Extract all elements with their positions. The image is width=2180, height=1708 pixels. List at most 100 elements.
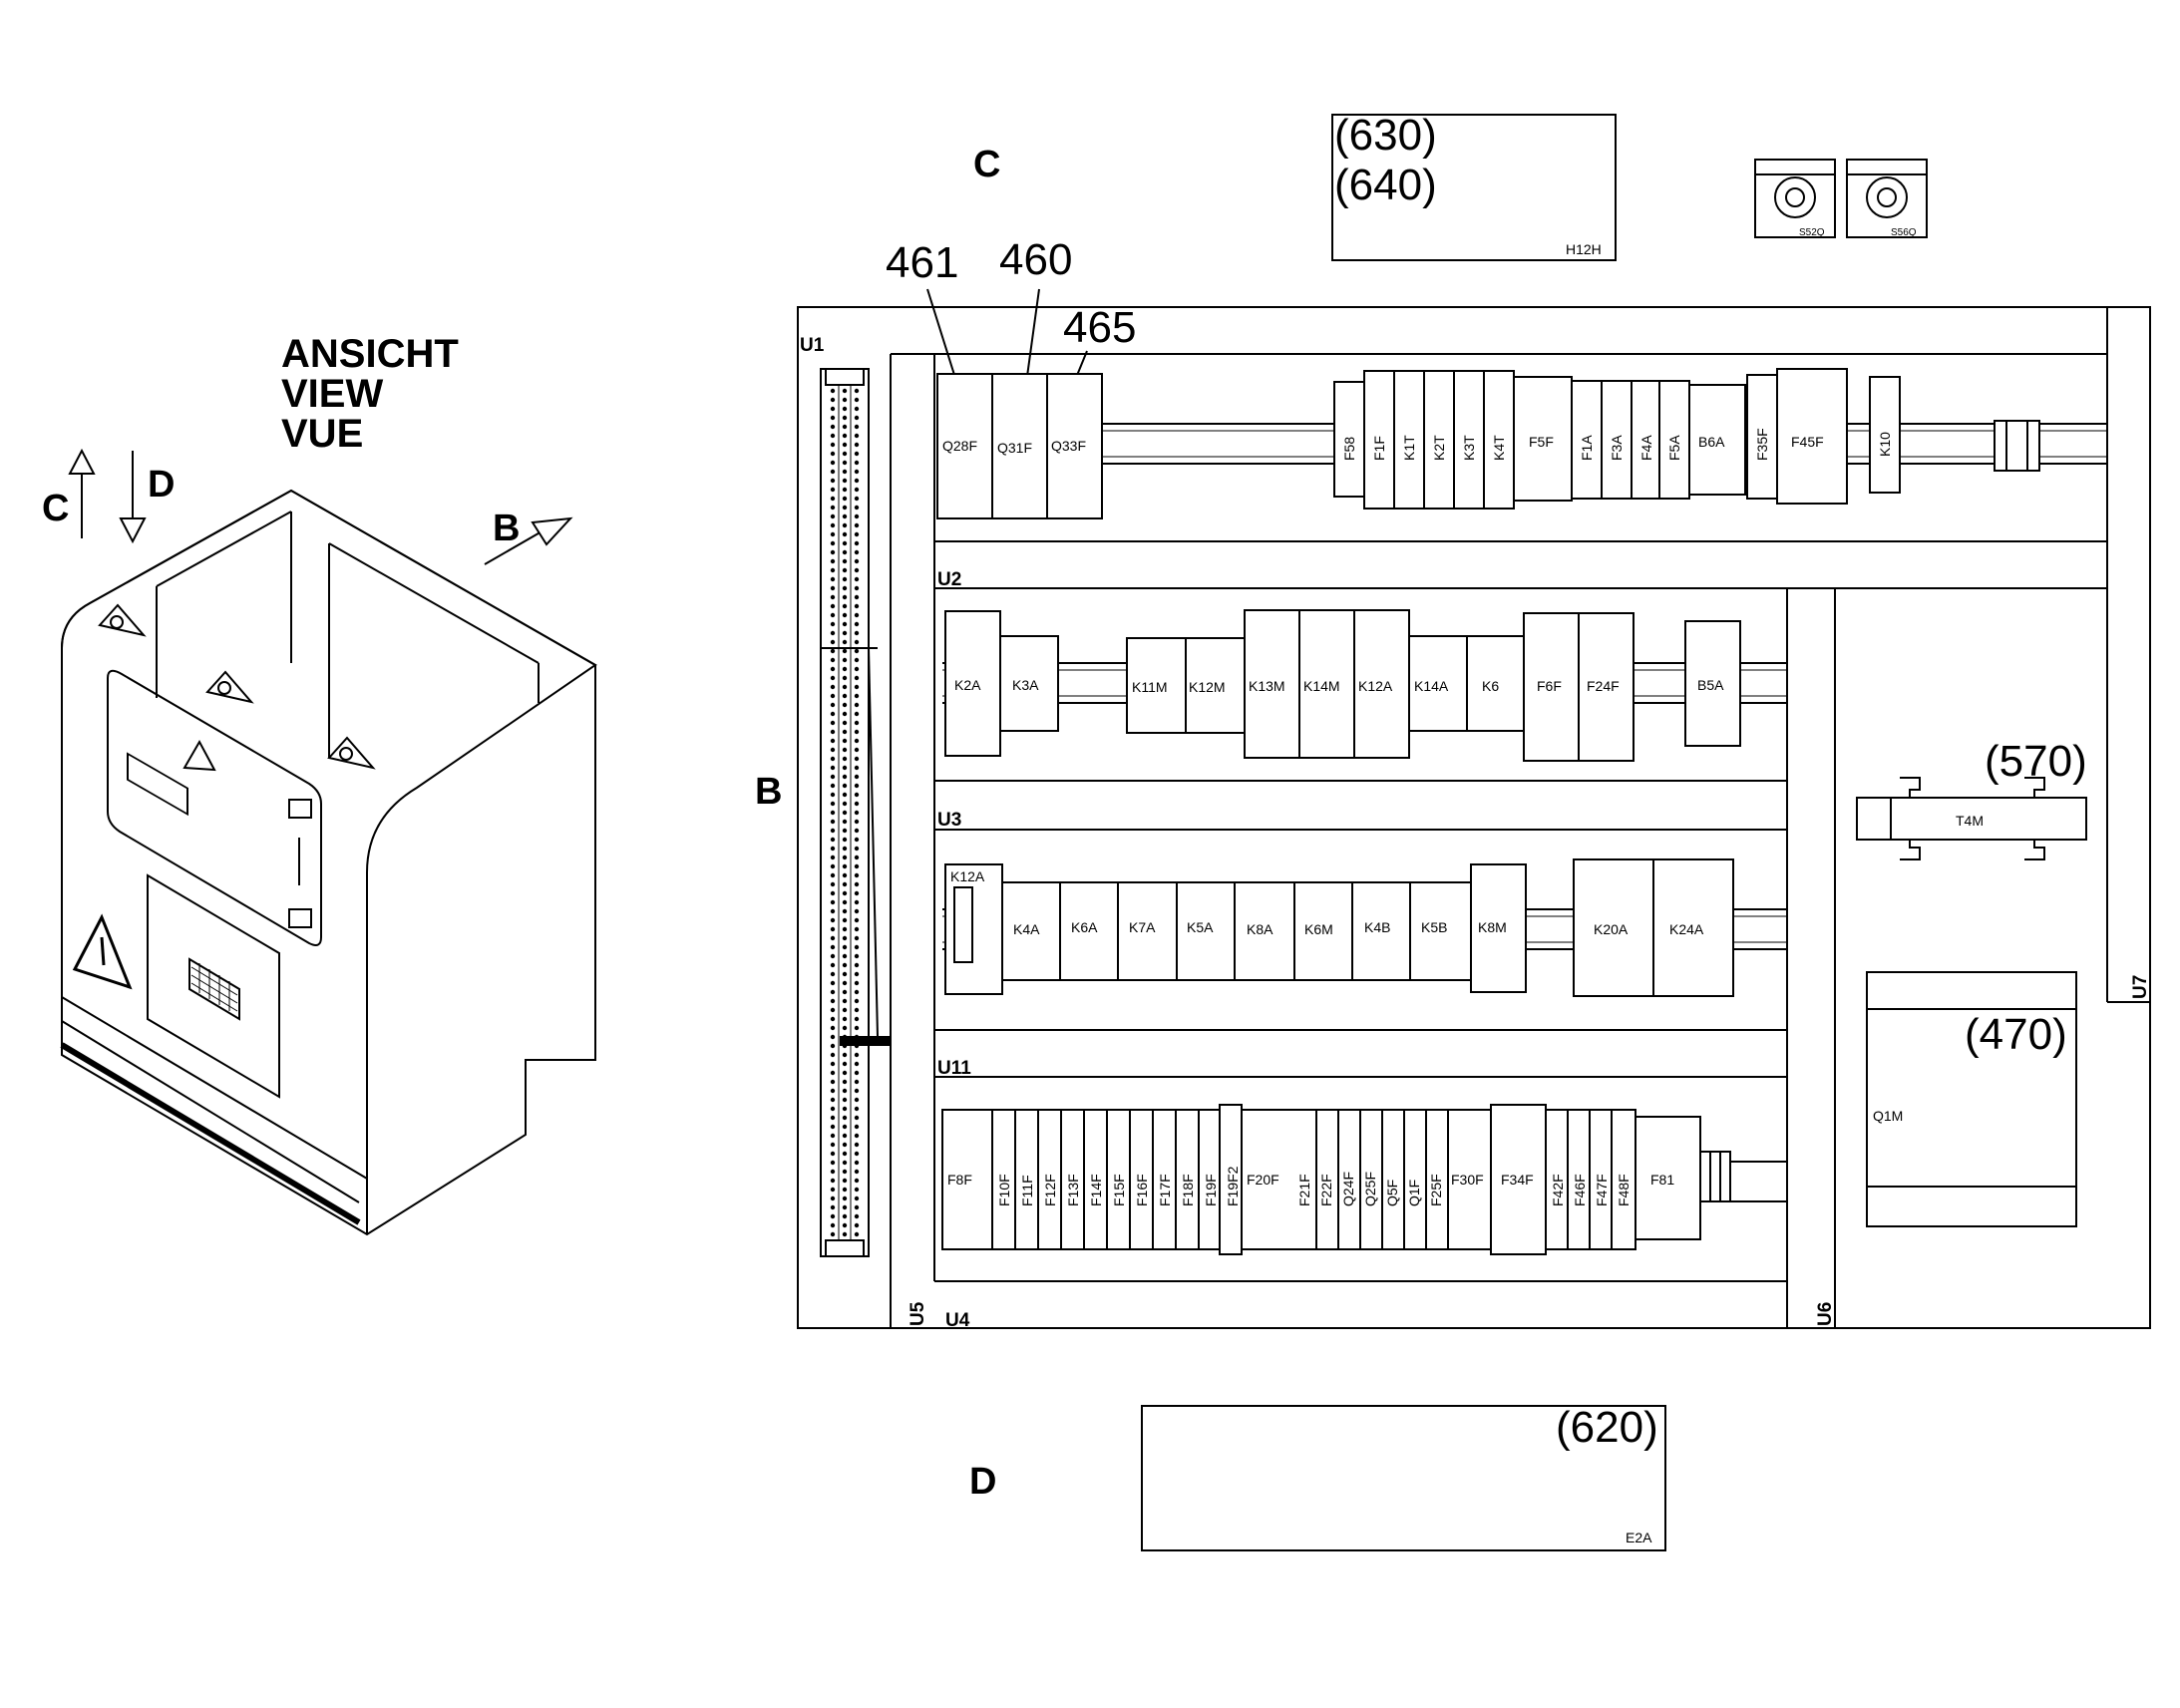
terminal-dots — [830, 388, 860, 1237]
terminal-dot — [830, 639, 836, 645]
terminal-dot — [842, 657, 848, 663]
terminal-dot — [830, 442, 836, 448]
terminal-dot — [842, 487, 848, 493]
terminal-dot — [842, 846, 848, 852]
terminal-dot — [854, 1213, 860, 1219]
view-arrow-d: D — [119, 451, 175, 544]
terminal-dot — [842, 666, 848, 672]
device-k20a: K20A — [1594, 921, 1629, 937]
terminal-dot — [842, 603, 848, 609]
terminal-dot — [842, 1088, 848, 1094]
terminal-dot — [842, 1052, 848, 1058]
view-label-b: B — [755, 771, 782, 813]
terminal-dot — [830, 998, 836, 1004]
e2a-ref: (620) — [1556, 1403, 1658, 1452]
terminal-dot — [842, 819, 848, 825]
device-f42f-u11: F42F — [1550, 1174, 1566, 1206]
device-f48f-u11: F48F — [1616, 1174, 1632, 1206]
view-arrow-c-label: C — [42, 488, 69, 529]
device-k1t: K1T — [1401, 435, 1417, 461]
terminal-dot — [854, 935, 860, 941]
terminal-dot — [854, 1151, 860, 1157]
rail-u3: K12A K4A K6A K7A K5A K8A K6M K4B K5B K8M… — [942, 858, 1787, 997]
rail-label-u2: U2 — [937, 569, 961, 590]
terminal-dot — [830, 531, 836, 537]
terminal-dot — [854, 505, 860, 511]
terminal-dot — [854, 460, 860, 466]
terminal-dot — [830, 711, 836, 717]
switch-s56q-label: S56Q — [1891, 227, 1917, 238]
terminal-dot — [830, 1196, 836, 1201]
view-title-line-3: VUE — [281, 412, 363, 456]
terminal-dot — [830, 522, 836, 528]
terminal-dot — [830, 558, 836, 564]
device-k12m: K12M — [1189, 679, 1226, 695]
terminal-dot — [842, 415, 848, 421]
terminal-dot — [830, 872, 836, 878]
terminal-dot — [842, 989, 848, 995]
terminal-dot — [842, 774, 848, 780]
terminal-dot — [854, 720, 860, 726]
device-k12a-u3: K12A — [950, 868, 985, 884]
t4m-tag: T4M — [1956, 813, 1984, 829]
terminal-dot — [830, 792, 836, 798]
terminal-dot — [854, 639, 860, 645]
terminal-dot — [830, 1007, 836, 1013]
device-k3a: K3A — [1012, 677, 1039, 693]
device-f46f-u11: F46F — [1572, 1174, 1588, 1206]
terminal-dot — [830, 890, 836, 896]
terminal-dot — [830, 1204, 836, 1210]
terminal-dot — [830, 989, 836, 995]
terminal-dot — [854, 1097, 860, 1103]
terminal-dot — [842, 863, 848, 869]
q1m-unit: (470) Q1M — [1866, 971, 2077, 1227]
terminal-dot — [854, 594, 860, 600]
terminal-dot — [830, 1115, 836, 1121]
terminal-dot — [854, 1204, 860, 1210]
terminal-dot — [830, 935, 836, 941]
rail-label-u3: U3 — [937, 810, 961, 831]
terminal-dot — [854, 971, 860, 977]
terminal-dot — [854, 540, 860, 546]
device-k4t: K4T — [1491, 435, 1507, 461]
terminal-dot — [830, 1142, 836, 1148]
view-heading: ANSICHT VIEW VUE — [281, 332, 459, 456]
view-title-line-1: ANSICHT — [281, 332, 459, 376]
device-f21f-u11: F21F — [1296, 1174, 1312, 1206]
terminal-dot — [830, 899, 836, 905]
device-k4a: K4A — [1013, 921, 1040, 937]
terminal-dot — [842, 639, 848, 645]
terminal-dot — [842, 711, 848, 717]
terminal-dot — [854, 666, 860, 672]
terminal-dot — [854, 648, 860, 654]
device-q1f-u11: Q1F — [1406, 1180, 1422, 1206]
terminal-dot — [854, 765, 860, 771]
terminal-dot — [854, 810, 860, 816]
device-f47f-u11: F47F — [1594, 1174, 1610, 1206]
device-f10f-u11: F10F — [996, 1174, 1012, 1206]
terminal-dot — [830, 513, 836, 519]
terminal-dot — [842, 693, 848, 699]
terminal-dot — [842, 1079, 848, 1085]
terminal-dot — [830, 1106, 836, 1112]
device-q24f-u11: Q24F — [1340, 1172, 1356, 1206]
terminal-dot — [842, 585, 848, 591]
terminal-dot — [854, 962, 860, 968]
terminal-dot — [842, 1178, 848, 1184]
terminal-dot — [842, 505, 848, 511]
terminal-dot — [830, 1187, 836, 1193]
terminal-dot — [830, 1088, 836, 1094]
terminal-dot — [854, 1196, 860, 1201]
device-f16f-u11: F16F — [1134, 1174, 1150, 1206]
terminal-dot — [842, 1187, 848, 1193]
terminal-dot — [830, 1070, 836, 1076]
terminal-dot — [830, 675, 836, 681]
terminal-dot — [842, 980, 848, 986]
terminal-dot — [854, 1133, 860, 1139]
terminal-dot — [842, 621, 848, 627]
terminal-dot — [854, 1187, 860, 1193]
terminal-dot — [842, 917, 848, 923]
terminal-dot — [830, 1213, 836, 1219]
terminal-dot — [854, 828, 860, 834]
terminal-dot — [830, 433, 836, 439]
